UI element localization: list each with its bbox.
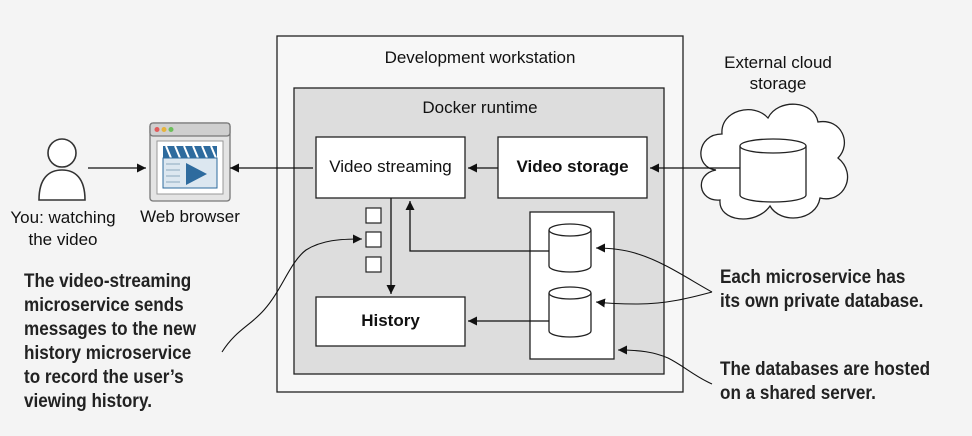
web-browser-video-icon [149,122,231,202]
pointer-top-db-annotation [595,243,713,293]
annotation-line: its own private database. [720,291,924,312]
annotation-line: viewing history. [24,391,152,412]
database-icon [548,286,592,338]
annotation-line: history microservice [24,343,192,364]
message-square-icon [365,256,382,273]
user-label-line-1: You: watching [10,208,116,227]
user-icon [38,138,86,201]
shared-server-annotation: The databases are hosted on a shared ser… [720,358,930,406]
user-label: You: watching the video [0,207,128,251]
message-square-icon [365,207,382,224]
pointer-server-annotation [617,345,713,385]
pointer-left-annotation [221,234,363,353]
pointer-bottom-db-annotation [595,291,713,308]
annotation-line: messages to the new [24,319,197,340]
cloud-label-line-1: External cloud [724,53,832,72]
docker-runtime-title: Docker runtime [422,98,538,117]
database-icon [739,138,807,203]
annotation-line: microservice sends [24,295,184,316]
history-label: History [361,311,420,330]
cloud-label-line-2: storage [749,74,807,93]
annotation-line: The databases are hosted [720,359,931,380]
video-streaming-box [315,136,466,199]
web-browser-label: Web browser [140,207,240,226]
workstation-title: Development workstation [384,48,576,67]
video-streaming-label: Video streaming [329,157,452,176]
private-database-annotation: Each microservice has its own private da… [720,266,923,314]
streaming-messages-annotation: The video-streaming microservice sends m… [24,270,196,414]
annotation-line: to record the user’s [24,367,184,388]
video-storage-label: Video storage [516,157,629,176]
annotation-line: Each microservice has [720,267,906,288]
history-box [315,296,466,347]
annotation-line: on a shared server. [720,383,876,404]
user-label-line-2: the video [28,230,98,249]
annotation-line: The video-streaming [24,271,192,292]
video-storage-box [497,136,648,199]
cloud-storage-label: External cloud storage [698,52,858,94]
arrow-db-to-streaming [405,201,549,252]
database-icon [548,223,592,273]
message-square-icon [365,231,382,248]
